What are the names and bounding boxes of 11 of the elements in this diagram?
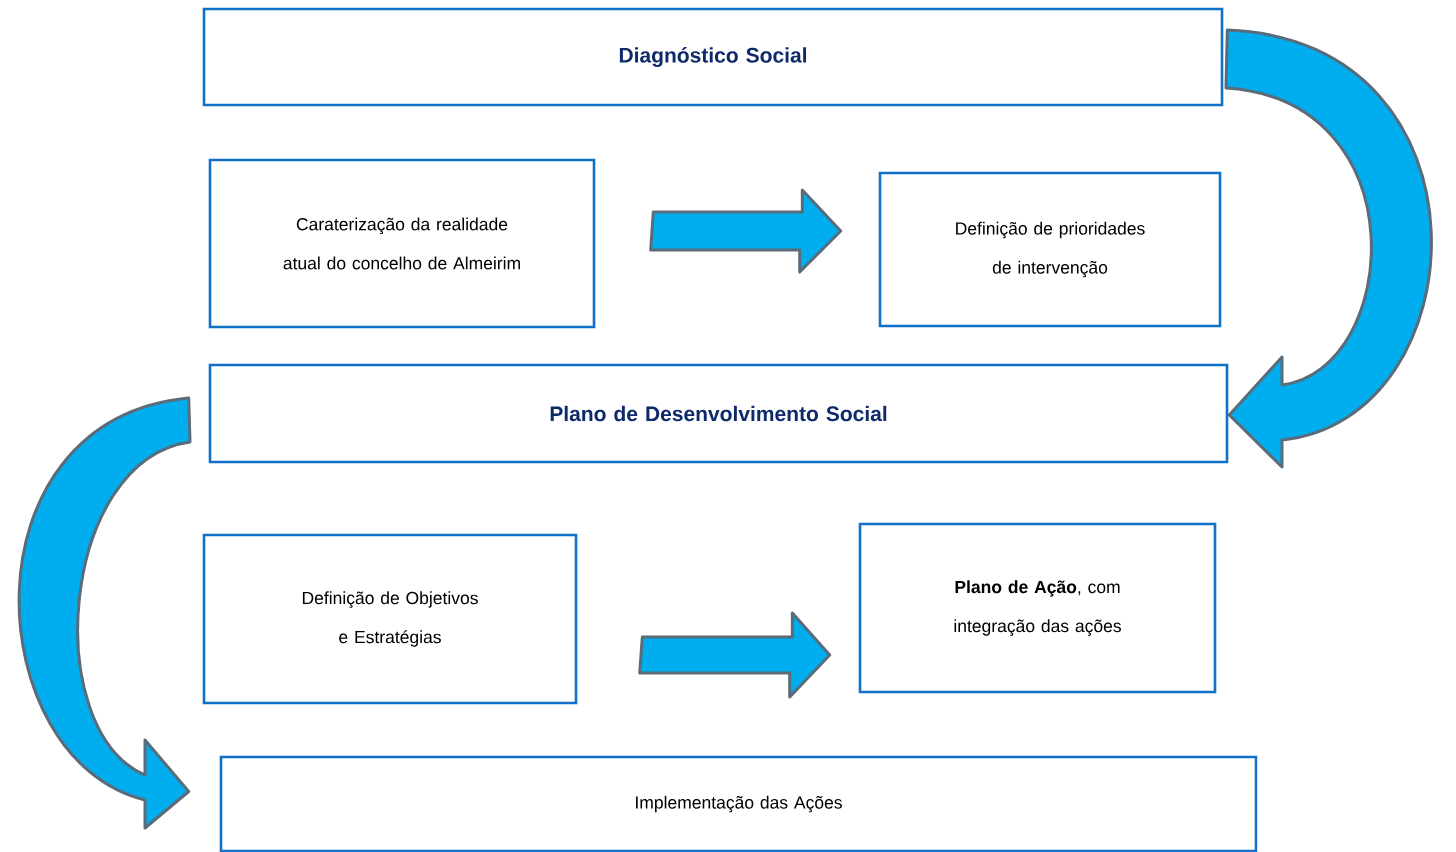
block-arrow (638, 611, 832, 699)
block-arrow (1224, 28, 1433, 469)
block-arrow (17, 396, 192, 830)
block-arrow (649, 188, 843, 274)
heading-box: Plano de Desenvolvimento Social (208, 363, 1229, 464)
process-box: Caraterização da realidade atual do concelho de Almeirim (208, 158, 596, 329)
heading-box: Diagnóstico Social (202, 7, 1224, 107)
process-box: Implementação das Ações (219, 755, 1258, 852)
process-box: Definição de prioridades de intervenção (878, 171, 1222, 328)
process-box: Definição de Objetivos e Estratégias (202, 533, 578, 705)
process-box: Plano de Ação, com integração das ações (858, 522, 1217, 694)
